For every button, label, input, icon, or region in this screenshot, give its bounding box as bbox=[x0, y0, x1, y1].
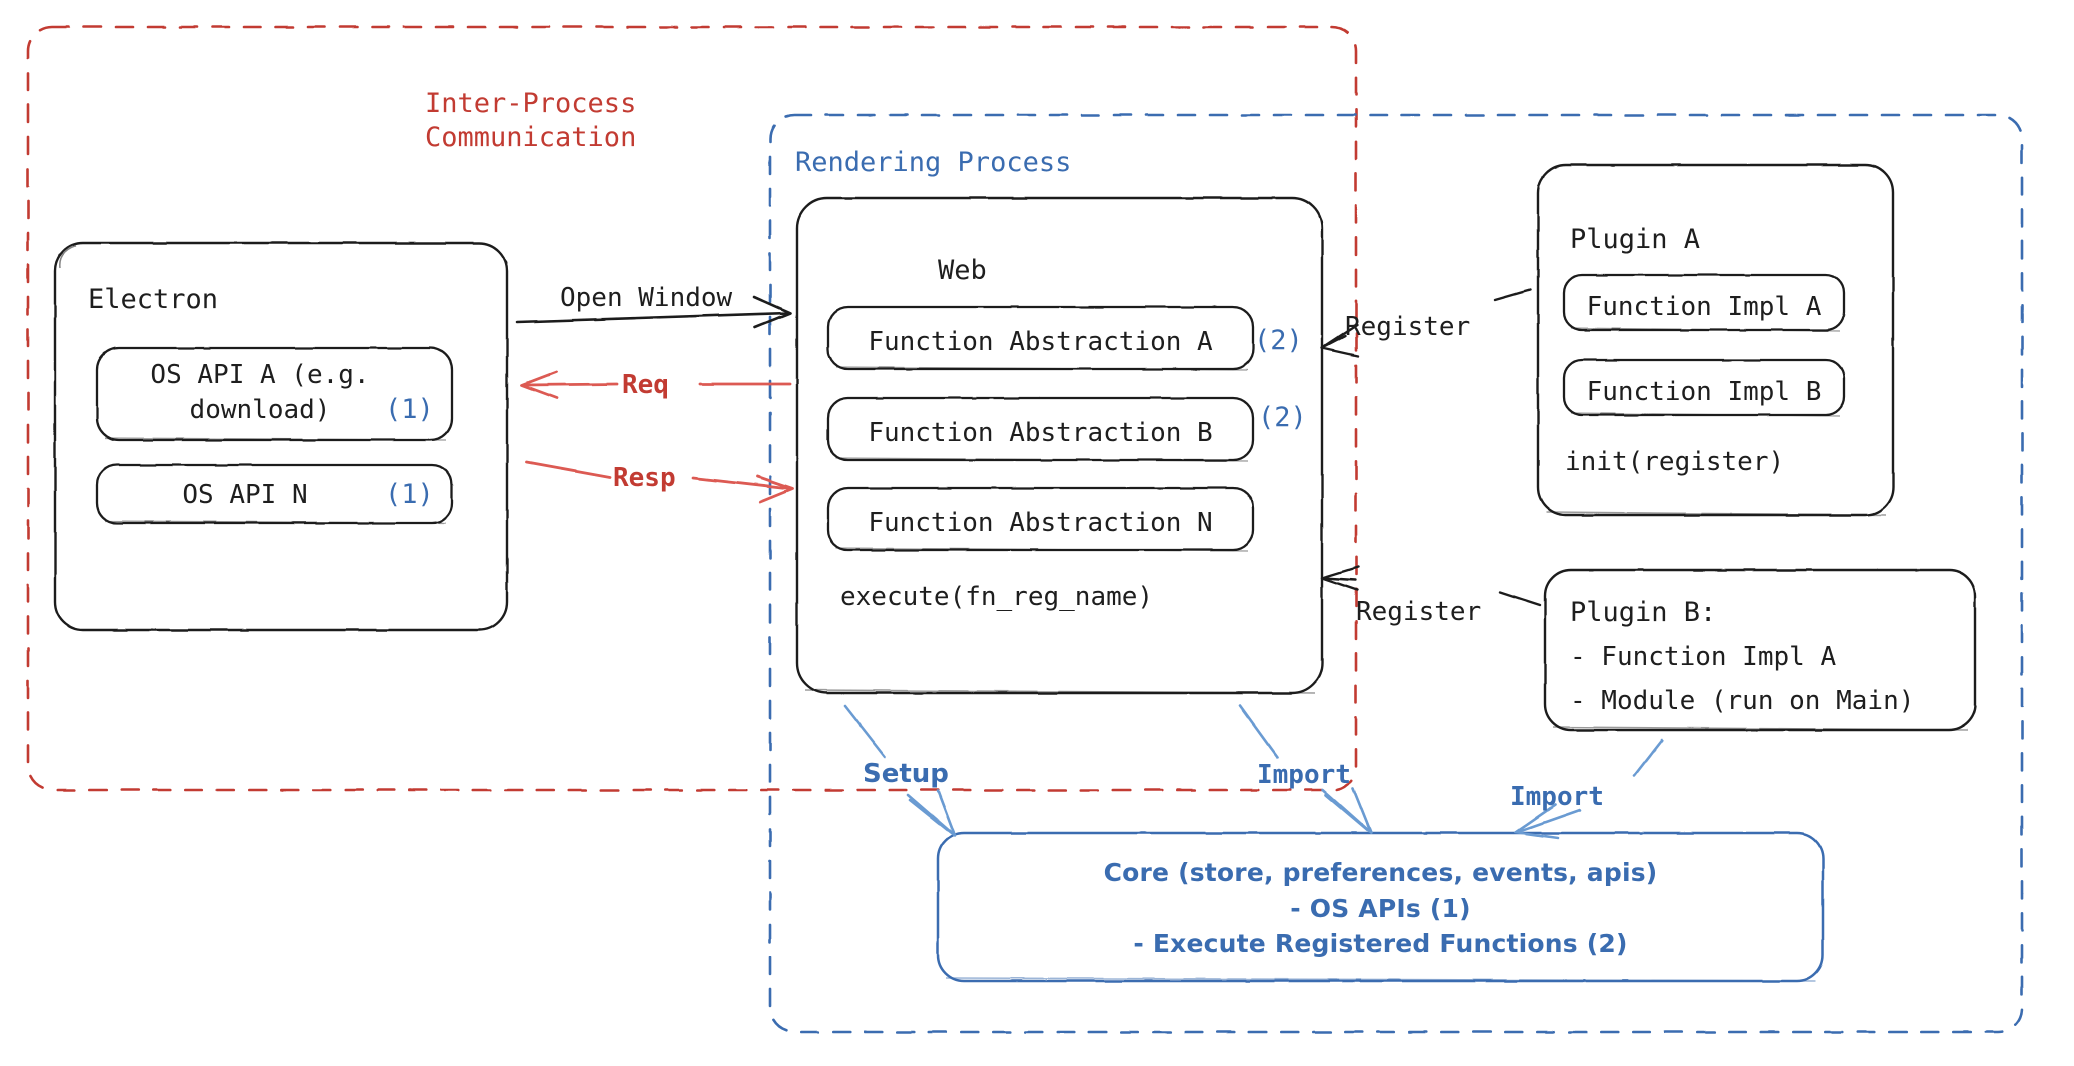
arrow-import-web bbox=[1238, 704, 1373, 835]
edge-label-import-web: Import bbox=[1257, 760, 1351, 790]
web-footer-execute: execute(fn_reg_name) bbox=[840, 582, 1154, 612]
electron-title: Electron bbox=[88, 284, 219, 315]
edge-label-req: Req bbox=[622, 370, 669, 400]
edge-label-open-window: Open Window bbox=[560, 283, 733, 313]
arrow-resp bbox=[525, 460, 794, 504]
os-api-a-label-line1: OS API A (e.g. bbox=[150, 360, 370, 390]
box-plugin-b[interactable] bbox=[1543, 568, 1977, 732]
arrow-register-plugin-a bbox=[1320, 288, 1532, 358]
edge-label-setup: Setup bbox=[863, 759, 949, 789]
arrow-req bbox=[520, 370, 792, 400]
function-abstraction-n-label: Function Abstraction N bbox=[868, 508, 1213, 538]
function-abstraction-a-label: Function Abstraction A bbox=[868, 327, 1213, 357]
edge-label-import-plugin-b: Import bbox=[1510, 782, 1604, 812]
edge-label-register-plugin-a: Register bbox=[1345, 312, 1471, 342]
core-line-2: - OS APIs (1) bbox=[1290, 893, 1471, 923]
box-os-api-a[interactable] bbox=[95, 346, 454, 442]
box-os-api-n[interactable] bbox=[95, 463, 454, 525]
os-api-n-marker: (1) bbox=[385, 479, 434, 510]
edge-label-resp: Resp bbox=[613, 463, 676, 493]
region-rendering-process bbox=[768, 113, 2024, 1034]
region-label-inter-process-communication: Inter-Process bbox=[425, 86, 636, 122]
plugin-b-line-2: - Module (run on Main) bbox=[1570, 686, 1915, 716]
os-api-a-marker: (1) bbox=[385, 394, 434, 425]
box-function-impl-a[interactable] bbox=[1562, 273, 1846, 332]
box-function-abstraction-n[interactable] bbox=[826, 486, 1255, 552]
arrow-import-plugin-b bbox=[1514, 738, 1664, 840]
ipc-label-line1: Inter-Process bbox=[425, 88, 637, 119]
box-plugin-a[interactable] bbox=[1536, 163, 1895, 517]
core-text: Core (store, preferences, events, apis) … bbox=[938, 855, 1823, 962]
box-function-impl-b[interactable] bbox=[1562, 358, 1846, 417]
box-core[interactable] bbox=[936, 831, 1825, 983]
region-inter-process-communication bbox=[26, 25, 1358, 792]
core-line-3: - Execute Registered Functions (2) bbox=[1133, 929, 1628, 958]
region-label-inter-process-communication-line2: Communication bbox=[425, 120, 636, 156]
arrow-open-window bbox=[515, 295, 792, 329]
function-abstraction-a-marker: (2) bbox=[1254, 325, 1303, 356]
os-api-a-label-line2: download) bbox=[189, 395, 331, 425]
edge-label-register-plugin-b: Register bbox=[1356, 597, 1482, 627]
web-title: Web bbox=[938, 255, 987, 286]
core-line-1: Core (store, preferences, events, apis) bbox=[1103, 858, 1658, 887]
arrow-setup bbox=[843, 704, 957, 838]
plugin-b-line-1: - Function Impl A bbox=[1570, 642, 1837, 672]
plugin-b-title: Plugin B: bbox=[1570, 597, 1717, 628]
plugin-a-footer-init: init(register) bbox=[1565, 447, 1785, 477]
function-impl-a-label: Function Impl A bbox=[1586, 292, 1822, 322]
function-abstraction-b-marker: (2) bbox=[1258, 402, 1307, 433]
arrow-register-plugin-b bbox=[1320, 565, 1542, 607]
box-function-abstraction-a[interactable] bbox=[826, 305, 1255, 371]
ipc-label-line2: Communication bbox=[425, 122, 637, 153]
region-label-rendering-process: Rendering Process bbox=[795, 147, 1072, 178]
plugin-a-title: Plugin A bbox=[1570, 224, 1701, 255]
function-abstraction-b-label: Function Abstraction B bbox=[868, 418, 1213, 448]
function-impl-b-label: Function Impl B bbox=[1586, 377, 1822, 407]
box-function-abstraction-b[interactable] bbox=[826, 396, 1255, 462]
os-api-n-label: OS API N bbox=[182, 480, 308, 510]
